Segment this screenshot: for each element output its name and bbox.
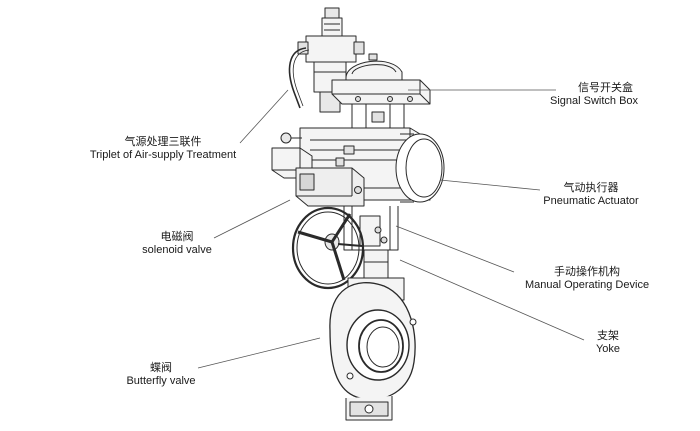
- butterfly-valve-body: [329, 277, 417, 421]
- leader-lines: [197, 89, 585, 369]
- leader-manual-device: [395, 225, 515, 273]
- label-signal-switch-box: 信号开关盒 Signal Switch Box: [550, 82, 638, 108]
- handwheel: [291, 206, 365, 290]
- label-signal-switch-box-zh: 信号开关盒: [578, 82, 633, 94]
- leader-air-supply: [239, 89, 289, 144]
- label-air-supply: 气源处理三联件 Triplet of Air-supply Treatment: [78, 136, 248, 162]
- label-yoke-zh: 支架: [597, 330, 619, 342]
- label-butterfly-valve-zh: 蝶阀: [150, 362, 172, 374]
- label-solenoid-valve: 电磁阀 solenoid valve: [132, 231, 222, 257]
- leader-butterfly-valve: [197, 337, 321, 369]
- label-air-supply-zh: 气源处理三联件: [124, 136, 202, 148]
- air-supply-triplet: [288, 7, 365, 113]
- label-manual-device-en: Manual Operating Device: [524, 279, 650, 291]
- signal-switch-box: [331, 53, 431, 129]
- label-pneumatic-actuator: 气动执行器 Pneumatic Actuator: [532, 182, 650, 208]
- label-butterfly-valve-en: Butterfly valve: [126, 375, 196, 387]
- label-yoke-en: Yoke: [595, 343, 621, 355]
- label-solenoid-valve-en: solenoid valve: [142, 244, 212, 256]
- label-signal-switch-box-en: Signal Switch Box: [550, 95, 639, 107]
- label-manual-device: 手动操作机构 Manual Operating Device: [512, 266, 662, 292]
- solenoid-valve-body: [271, 147, 365, 207]
- leader-yoke: [399, 259, 585, 341]
- yoke-bracket: [343, 206, 399, 279]
- label-yoke: 支架 Yoke: [588, 330, 628, 356]
- label-pneumatic-actuator-en: Pneumatic Actuator: [543, 195, 639, 207]
- label-solenoid-valve-zh: 电磁阀: [160, 231, 194, 243]
- label-air-supply-en: Triplet of Air-supply Treatment: [89, 149, 237, 161]
- label-butterfly-valve: 蝶阀 Butterfly valve: [118, 362, 204, 388]
- leader-solenoid-valve: [213, 199, 291, 239]
- leader-pneumatic-actuator: [439, 179, 541, 191]
- label-pneumatic-actuator-zh: 气动执行器: [563, 182, 619, 194]
- label-manual-device-zh: 手动操作机构: [554, 266, 620, 278]
